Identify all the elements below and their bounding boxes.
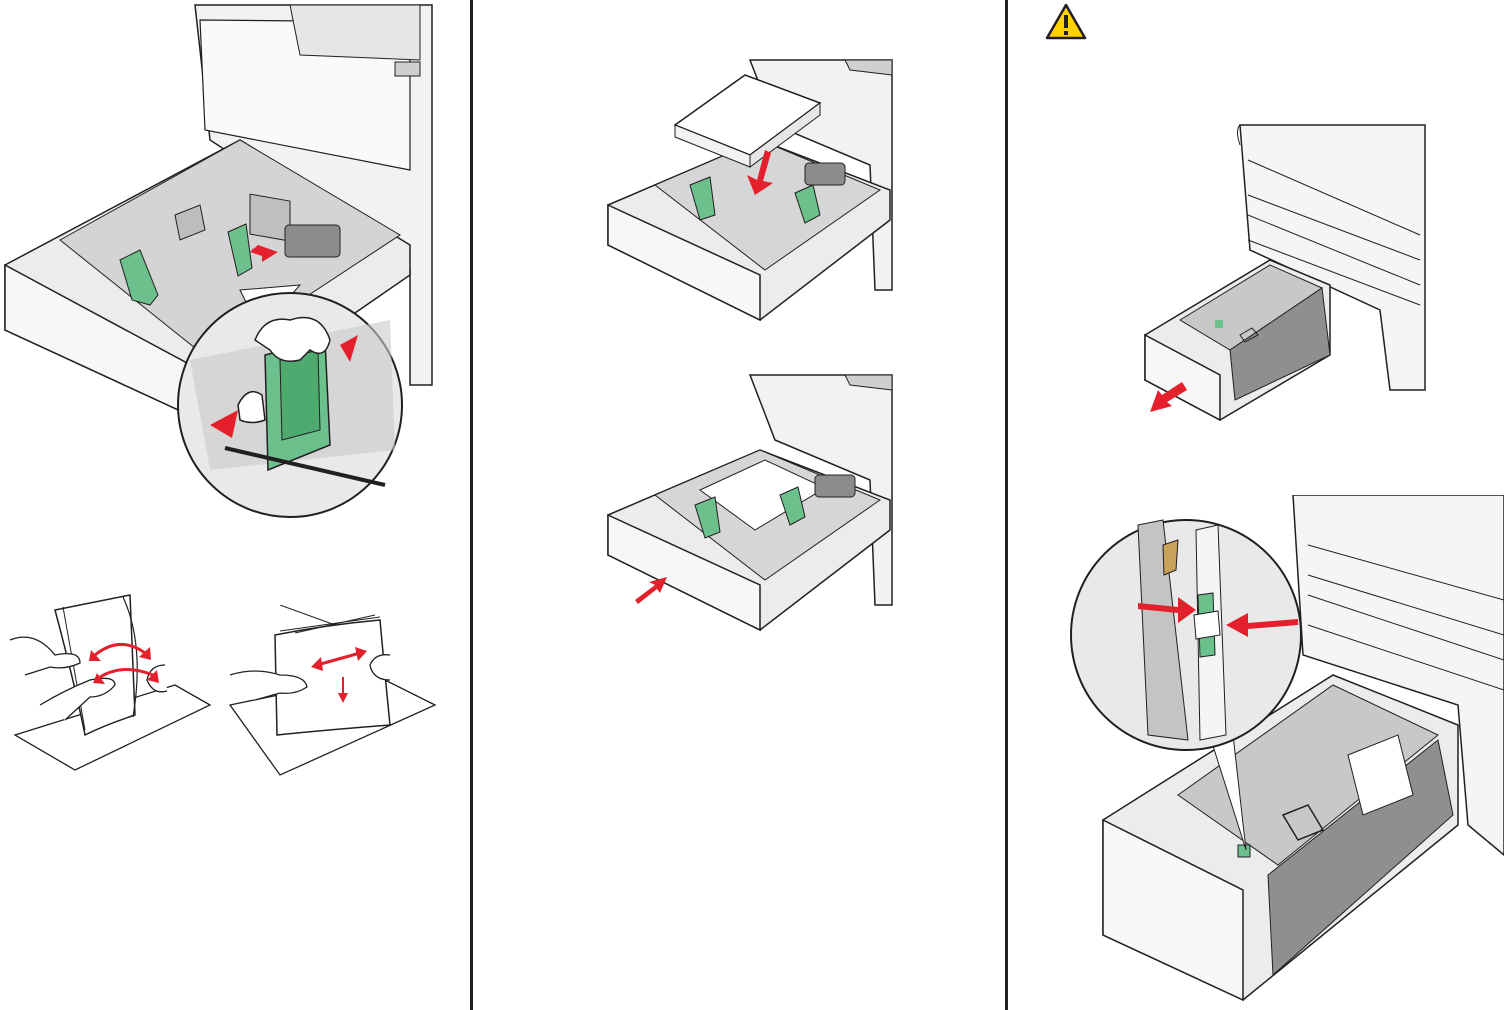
load-paper-stack-illustration bbox=[605, 55, 895, 325]
adjust-width-guide-illustration bbox=[0, 0, 440, 520]
straighten-paper-stack-illustration bbox=[225, 605, 440, 780]
column-divider-left bbox=[470, 0, 473, 1010]
insert-tray-illustration bbox=[605, 370, 895, 640]
flex-paper-stack-illustration bbox=[5, 585, 215, 775]
caution-warning-illustration bbox=[1045, 3, 1087, 41]
magnifier-circle-icon bbox=[1071, 520, 1301, 750]
squeeze-guide-tab-illustration bbox=[1068, 495, 1504, 1005]
pull-out-tray-illustration bbox=[1140, 120, 1430, 425]
column-divider-right bbox=[1005, 0, 1008, 1010]
red-push-arrow-icon bbox=[635, 577, 667, 604]
